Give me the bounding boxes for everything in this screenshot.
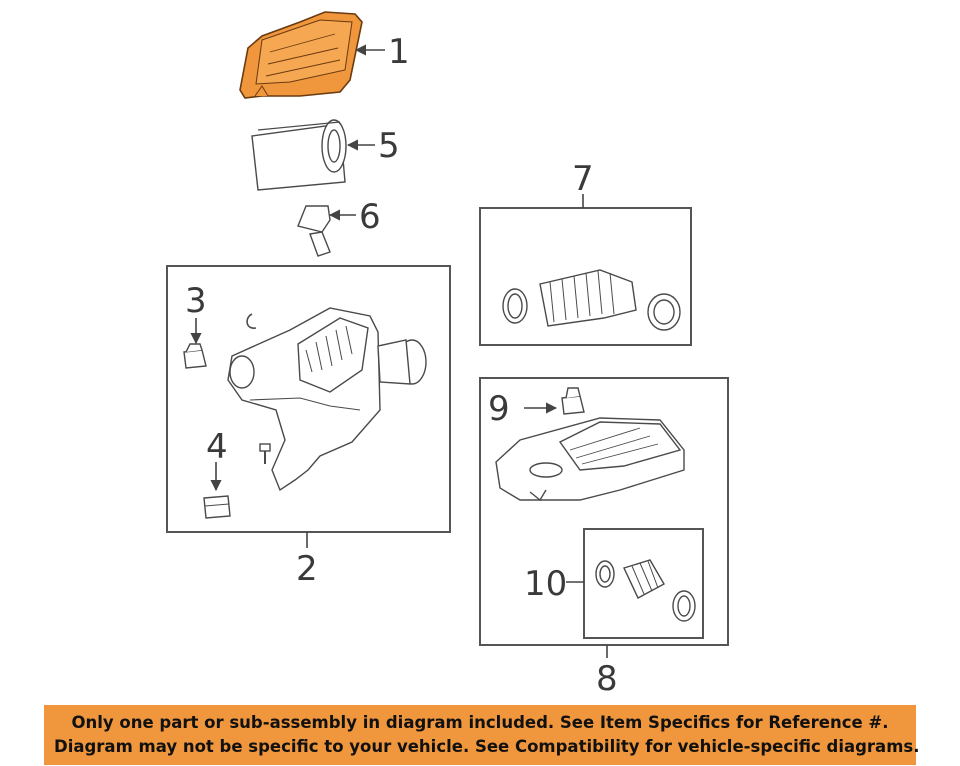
outlet-duct-part[interactable]	[502, 269, 681, 331]
callout-4: 4	[206, 427, 228, 467]
disclaimer-line-2: Diagram may not be specific to your vehi…	[54, 737, 920, 756]
duct-with-clamps-box	[583, 528, 704, 639]
grommet-part[interactable]	[561, 387, 585, 415]
disclaimer-line-1: Only one part or sub-assembly in diagram…	[71, 713, 889, 732]
grommet-upper-part[interactable]	[183, 343, 207, 369]
air-filter-element-part[interactable]	[251, 119, 347, 191]
callout-6: 6	[359, 197, 381, 237]
callout-10: 10	[524, 564, 567, 604]
bolt-part[interactable]	[259, 443, 271, 464]
callout-8: 8	[596, 659, 618, 699]
inlet-duct-part[interactable]	[595, 559, 696, 622]
disclaimer-banner: Only one part or sub-assembly in diagram…	[44, 705, 920, 765]
air-cleaner-cover-part[interactable]	[239, 11, 363, 99]
air-cleaner-housing-part[interactable]	[227, 307, 427, 492]
callout-2: 2	[296, 549, 318, 589]
outlet-duct-box	[479, 207, 692, 346]
housing-assembly-box	[166, 265, 451, 533]
callout-5: 5	[378, 126, 400, 166]
retaining-clip-part[interactable]	[246, 313, 257, 329]
callout-7: 7	[572, 159, 594, 199]
callout-1: 1	[388, 32, 410, 72]
air-cleaner-assembly-part[interactable]	[495, 417, 685, 502]
callout-9: 9	[488, 389, 510, 429]
callout-3: 3	[185, 281, 207, 321]
air-cleaner-assembly-box	[479, 377, 729, 646]
air-flow-sensor-part[interactable]	[297, 205, 331, 257]
insulator-lower-part[interactable]	[203, 495, 231, 519]
